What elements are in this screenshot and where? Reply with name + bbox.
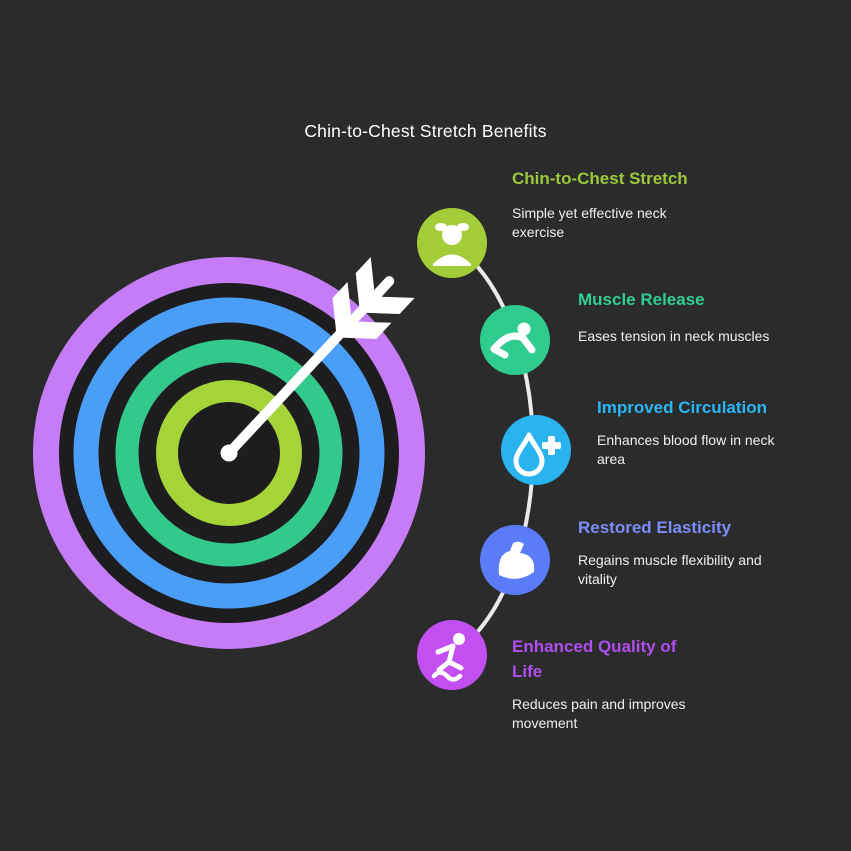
step-circle-2 [480, 305, 550, 375]
target-ring-lime [156, 380, 302, 526]
step-1-title: Chin-to-Chest Stretch [512, 169, 688, 188]
step-circle-3 [501, 415, 571, 485]
step-circle-1 [417, 208, 487, 278]
neck-stretch-icon [433, 223, 471, 266]
step-5-title: Enhanced Quality of Life [512, 637, 677, 681]
step-4-description: Regains muscle flexibility and vitality [578, 552, 762, 587]
arrow [228, 257, 415, 453]
target-ring-purple [33, 257, 425, 649]
step-2-description: Eases tension in neck muscles [578, 328, 770, 344]
page-title: Chin-to-Chest Stretch Benefits [304, 121, 547, 141]
step-5-description: Reduces pain and improves movement [512, 696, 686, 731]
blood-drop-icon [513, 432, 561, 477]
stretch-pose-icon [490, 322, 536, 359]
step-4-title: Restored Elasticity [578, 518, 732, 537]
active-person-icon [431, 633, 465, 682]
step-1-description: Simple yet effective neck exercise [512, 205, 667, 240]
step-circle-5 [417, 620, 487, 690]
step-3-description: Enhances blood flow in neck area [597, 432, 775, 467]
arrow-fletching-front [332, 281, 392, 339]
target-ring-blue [73, 297, 385, 609]
step-2-title: Muscle Release [578, 290, 705, 309]
step-3-title: Improved Circulation [597, 398, 768, 417]
arrow-fletching-back [355, 257, 415, 315]
bicep-icon [498, 541, 535, 579]
target-center-dot [220, 444, 238, 462]
target-ring-green [115, 339, 343, 567]
arrow-shaft [228, 276, 395, 453]
step-circle-2-bg [480, 305, 550, 375]
step-circle-4 [480, 525, 550, 595]
